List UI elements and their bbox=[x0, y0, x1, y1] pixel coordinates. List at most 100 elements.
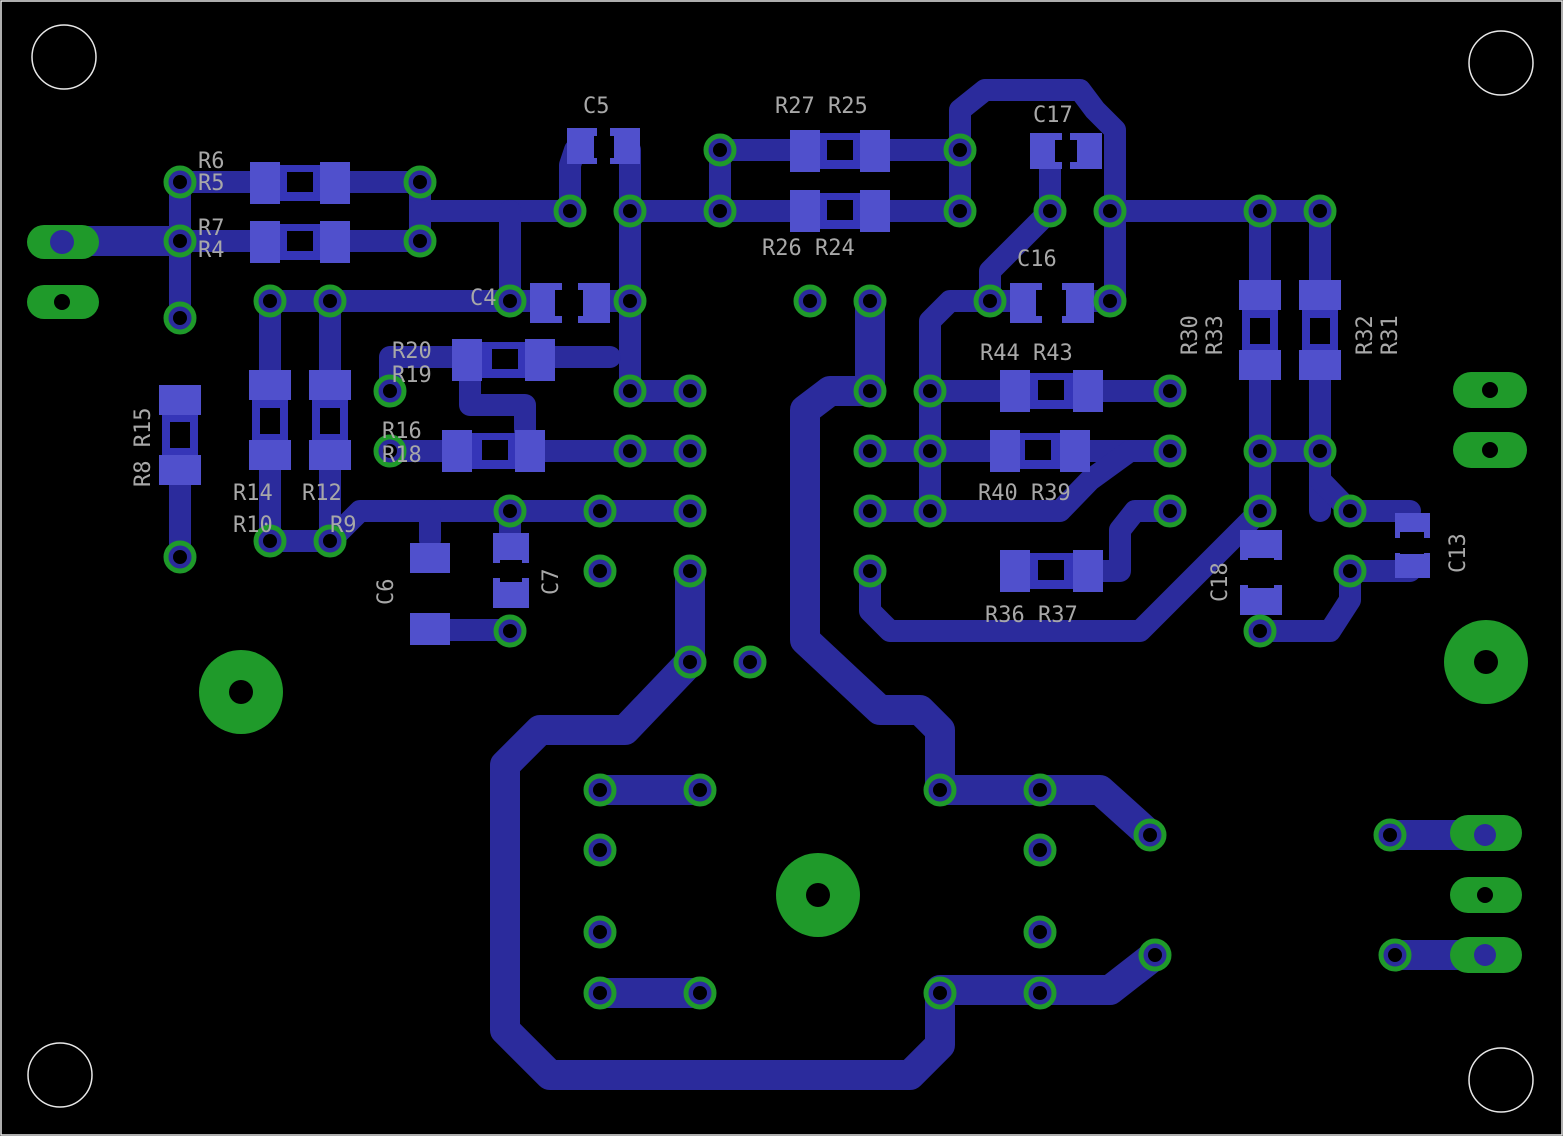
pad-hole bbox=[173, 234, 187, 248]
pad-hole bbox=[933, 986, 947, 1000]
r44-r43-part bbox=[1000, 370, 1103, 412]
silkscreen-labels: C5 R27 R25 R26 R24 C17 C16 R6 R5 R7 R4 C… bbox=[131, 94, 1471, 628]
c6-part bbox=[410, 543, 450, 645]
pad-hole bbox=[953, 143, 967, 157]
r8-r15-part bbox=[159, 385, 201, 485]
pad-hole bbox=[683, 444, 697, 458]
round-pads bbox=[163, 133, 1412, 1010]
label-r31: R31 bbox=[1378, 315, 1403, 355]
r40-r39-part bbox=[990, 430, 1090, 472]
pad-hole bbox=[1148, 948, 1162, 962]
label-r19: R19 bbox=[392, 363, 432, 388]
label-r14: R14 bbox=[233, 481, 273, 506]
pad-hole bbox=[863, 444, 877, 458]
left-connector bbox=[27, 225, 99, 319]
label-c4: C4 bbox=[470, 286, 497, 311]
pad-hole bbox=[593, 843, 607, 857]
pad-hole bbox=[1388, 948, 1402, 962]
pad-hole bbox=[173, 311, 187, 325]
pad-hole bbox=[683, 504, 697, 518]
pad-hole bbox=[863, 564, 877, 578]
r12-r9-part bbox=[309, 370, 351, 470]
pad-hole bbox=[623, 384, 637, 398]
pad-hole bbox=[593, 986, 607, 1000]
pad-hole bbox=[863, 294, 877, 308]
pad-hole bbox=[1033, 986, 1047, 1000]
pad-hole bbox=[953, 204, 967, 218]
r26-r24-part bbox=[790, 190, 890, 232]
pad-hole bbox=[1033, 925, 1047, 939]
pad-hole bbox=[503, 624, 517, 638]
pad-hole bbox=[1313, 444, 1327, 458]
pad-hole bbox=[923, 384, 937, 398]
pad-hole bbox=[1033, 843, 1047, 857]
label-r32: R32 bbox=[1353, 315, 1378, 355]
r30-r33-part bbox=[1239, 280, 1281, 380]
pad-hole bbox=[623, 444, 637, 458]
pad-hole bbox=[383, 444, 397, 458]
pad-hole bbox=[1383, 828, 1397, 842]
pad-hole bbox=[173, 550, 187, 564]
mounting-holes bbox=[27, 24, 1534, 1113]
label-c5: C5 bbox=[583, 94, 610, 119]
pad-hole bbox=[623, 294, 637, 308]
pad-hole bbox=[683, 384, 697, 398]
r16-r18-part bbox=[442, 430, 545, 472]
pad-hole bbox=[743, 655, 757, 669]
label-r18: R18 bbox=[382, 443, 422, 468]
label-r40-r39: R40 R39 bbox=[978, 481, 1071, 506]
pad-hole bbox=[693, 986, 707, 1000]
pad-hole bbox=[1033, 783, 1047, 797]
pad-hole bbox=[323, 534, 337, 548]
pad-hole bbox=[1163, 504, 1177, 518]
label-r16: R16 bbox=[382, 419, 422, 444]
r27-r25-part bbox=[790, 130, 890, 172]
pad-hole bbox=[383, 384, 397, 398]
r32-r31-part bbox=[1299, 280, 1341, 380]
pad-hole bbox=[593, 925, 607, 939]
pad-hole bbox=[923, 444, 937, 458]
c7-part bbox=[493, 533, 529, 608]
pad-hole bbox=[713, 143, 727, 157]
pad-hole bbox=[503, 294, 517, 308]
c4-part bbox=[530, 283, 610, 323]
label-c7: C7 bbox=[539, 569, 564, 596]
pad-hole bbox=[863, 384, 877, 398]
label-r33: R33 bbox=[1203, 315, 1228, 355]
pad-hole bbox=[263, 294, 277, 308]
large-pads bbox=[199, 620, 1528, 937]
pad-hole bbox=[593, 783, 607, 797]
pad-hole bbox=[683, 564, 697, 578]
label-r12: R12 bbox=[302, 481, 342, 506]
label-c13: C13 bbox=[1446, 533, 1471, 573]
label-c16: C16 bbox=[1017, 247, 1057, 272]
pad-hole bbox=[323, 294, 337, 308]
pad-hole bbox=[803, 294, 817, 308]
pad-hole bbox=[263, 534, 277, 548]
pad-hole bbox=[1313, 204, 1327, 218]
label-r7: R7 bbox=[198, 216, 225, 241]
label-r5: R5 bbox=[198, 171, 225, 196]
label-r26-r24: R26 R24 bbox=[762, 236, 855, 261]
c5-part bbox=[567, 128, 640, 164]
label-r6: R6 bbox=[198, 149, 225, 174]
label-c6: C6 bbox=[374, 579, 399, 606]
pad-hole bbox=[983, 294, 997, 308]
pad-hole bbox=[173, 175, 187, 189]
label-r36-r37: R36 R37 bbox=[985, 603, 1078, 628]
pad-hole bbox=[593, 564, 607, 578]
pad-hole bbox=[933, 783, 947, 797]
label-r30: R30 bbox=[1178, 315, 1203, 355]
pad-hole bbox=[1343, 504, 1357, 518]
pad-hole bbox=[413, 175, 427, 189]
pad-hole bbox=[1043, 204, 1057, 218]
pad-hole bbox=[693, 783, 707, 797]
pad-hole bbox=[623, 204, 637, 218]
label-r10: R10 bbox=[233, 513, 273, 538]
label-r27-r25: R27 R25 bbox=[775, 94, 868, 119]
label-r20: R20 bbox=[392, 339, 432, 364]
label-r8-r15: R8 R15 bbox=[131, 408, 156, 487]
pad-hole bbox=[923, 504, 937, 518]
pad-hole bbox=[1103, 294, 1117, 308]
